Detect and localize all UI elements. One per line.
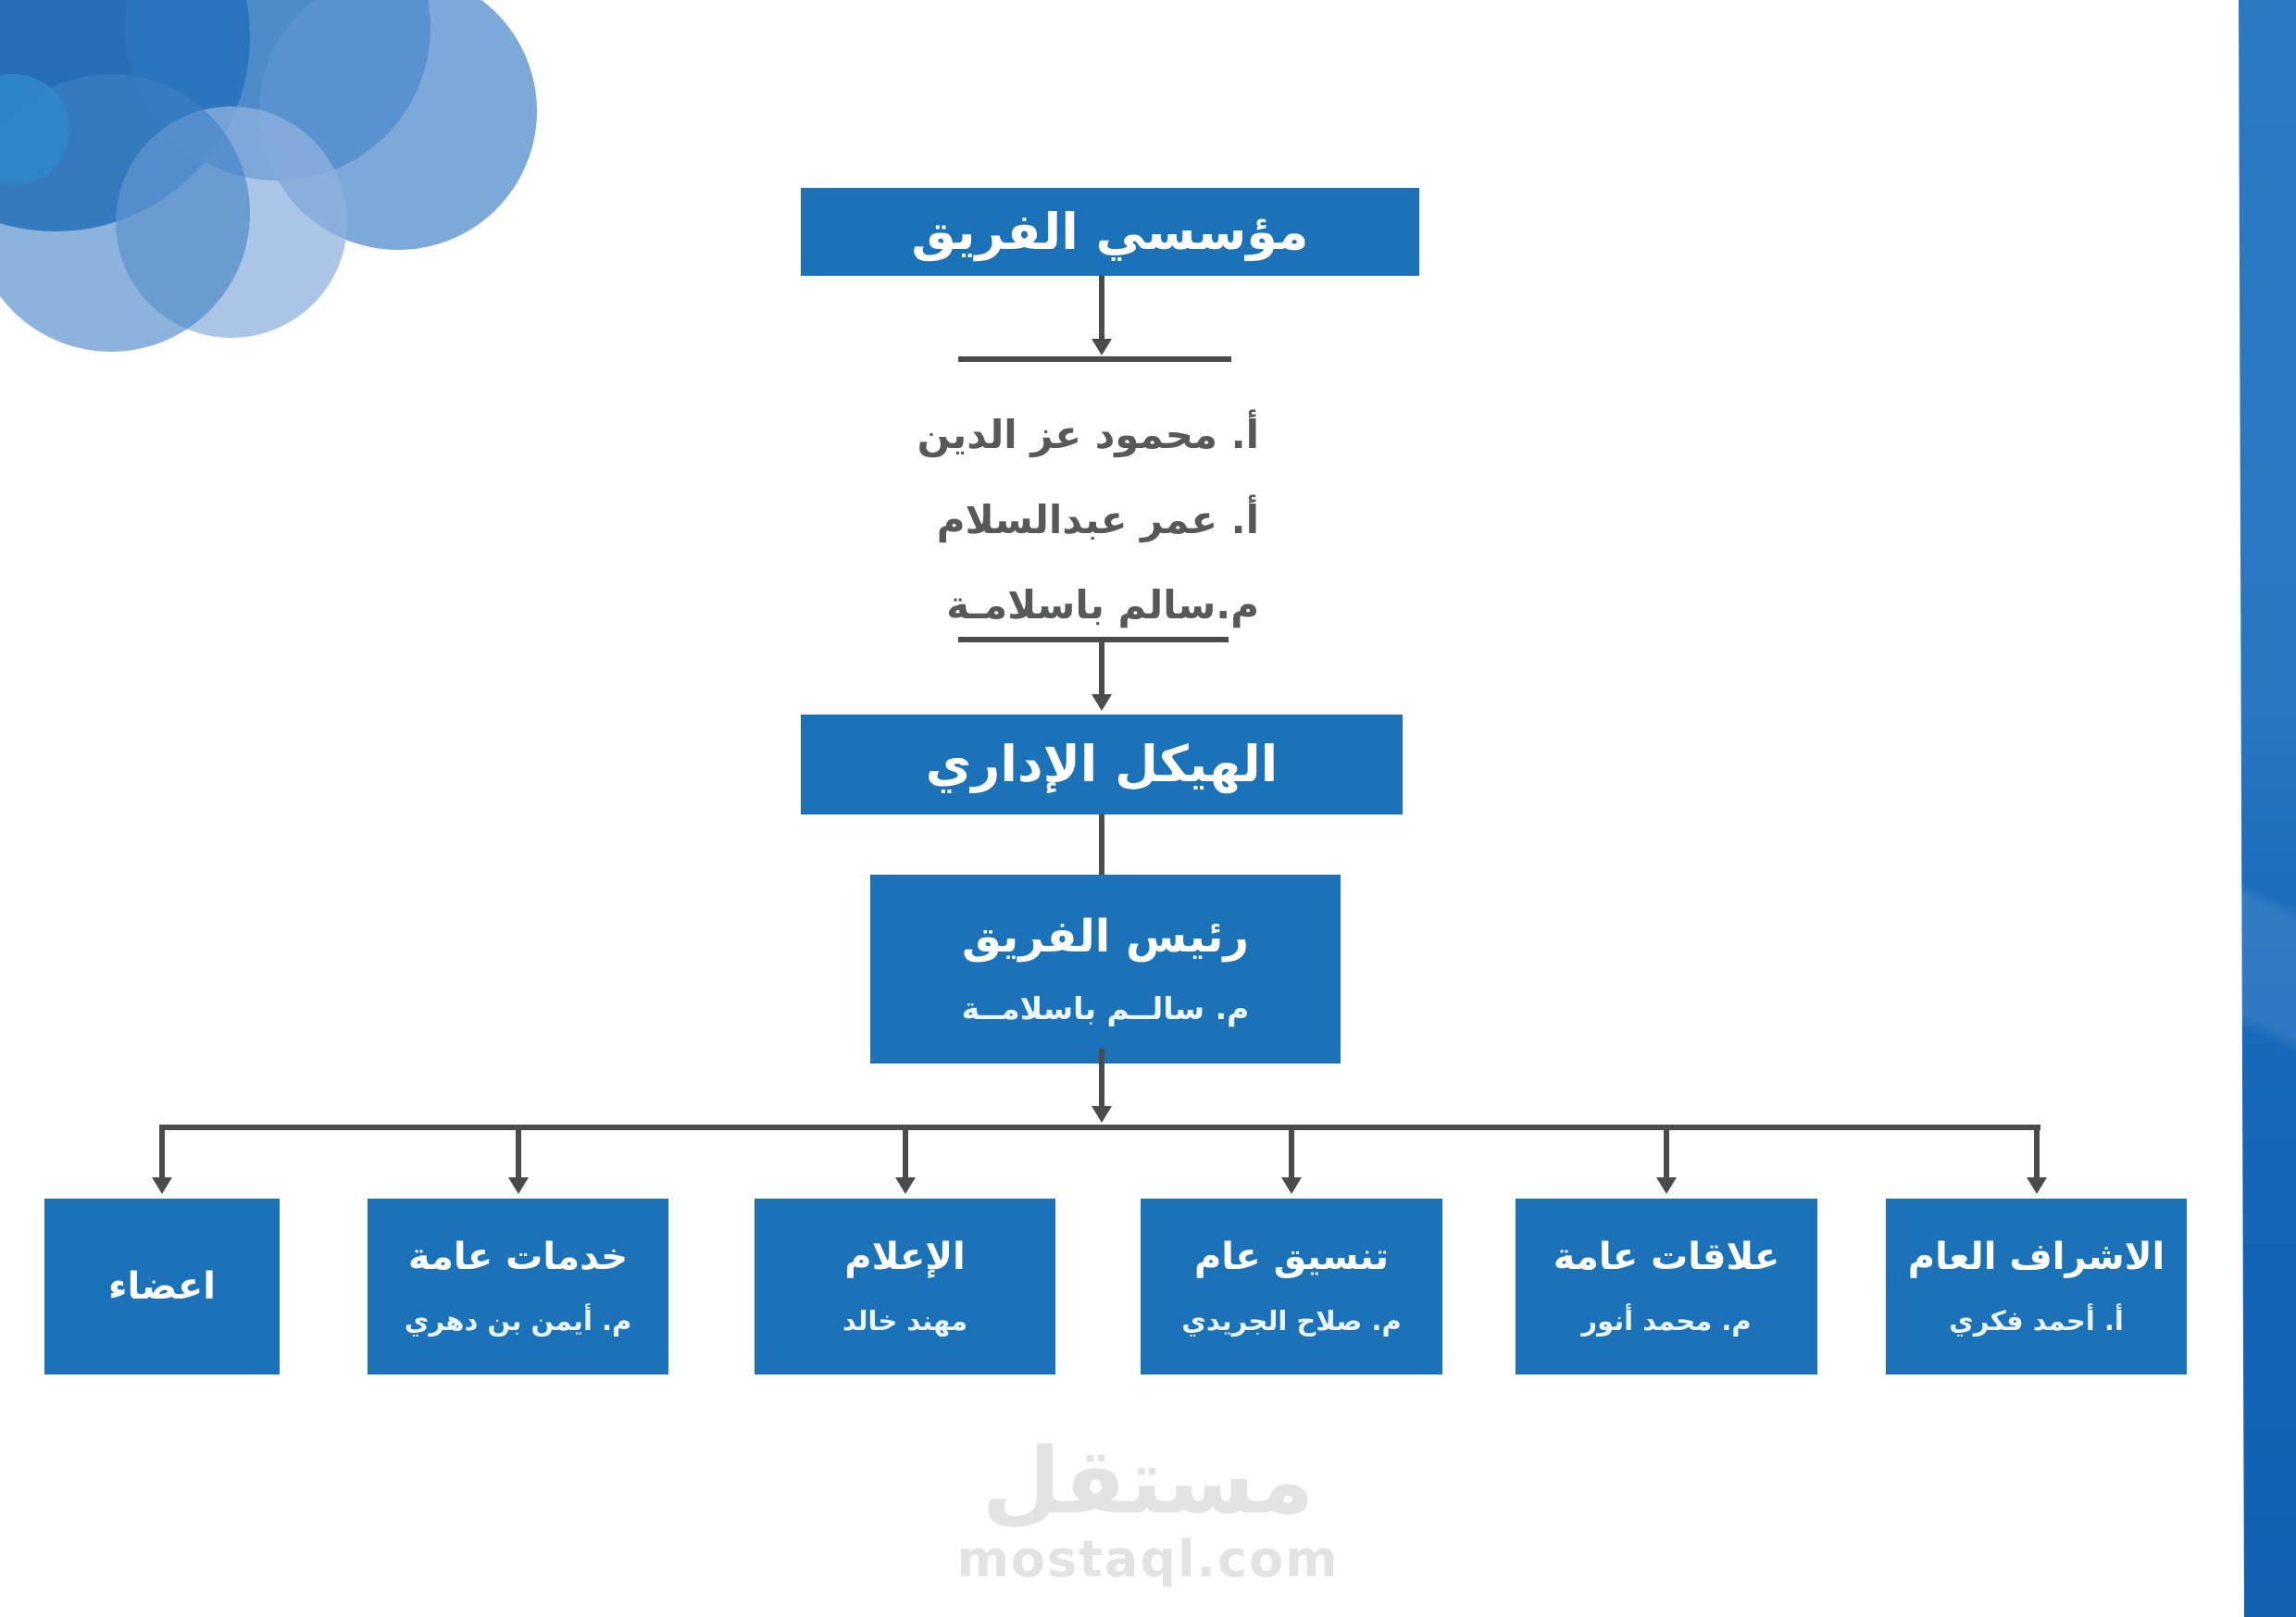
dept-member-name: مهند خالد: [842, 1304, 968, 1337]
connector-leader-arrowhead: [1092, 1106, 1112, 1123]
founder-name: أ. محمود عز الدين: [917, 412, 1259, 457]
founder-name: أ. عمر عبدالسلام: [936, 497, 1259, 542]
dept-box-members: اعضاء: [44, 1199, 280, 1374]
dept-title: اعضاء: [108, 1265, 216, 1308]
connector-admin-arrowhead: [1092, 694, 1112, 711]
mostaql-logo-arabic: مستقل: [981, 1429, 1315, 1535]
dept-box-general-supervision: الاشراف العام أ. أحمد فكري: [1886, 1199, 2187, 1374]
founders-box-title: مؤسسي الفريق: [911, 202, 1309, 261]
dept-title: الاشراف العام: [1907, 1236, 2165, 1279]
connector-admin-arrow-line: [1099, 642, 1104, 694]
connector-drop-line: [903, 1129, 908, 1177]
dept-title: خدمات عامة: [407, 1236, 629, 1279]
team-leader-box: رئيس الفريق م. سالــم باسلامــة: [870, 875, 1341, 1063]
dept-box-public-relations: علاقات عامة م. محمد أنور: [1516, 1199, 1817, 1374]
connector-drop-line: [159, 1129, 165, 1177]
founder-name: م.سالم باسلامـة: [946, 582, 1259, 628]
connector-drop-arrowhead: [1281, 1177, 1302, 1194]
connector-founders-arrow-line: [1099, 276, 1104, 341]
founders-box: مؤسسي الفريق: [801, 188, 1419, 276]
team-leader-title: رئيس الفريق: [962, 910, 1249, 963]
connector-drop-arrowhead: [152, 1177, 172, 1194]
dept-box-media: الإعلام مهند خالد: [755, 1199, 1055, 1374]
connector-founders-top-rule: [958, 356, 1231, 362]
watermark: مستقل mostaql.com: [870, 1429, 1426, 1588]
dept-title: تنسيق عام: [1193, 1236, 1390, 1279]
connector-drop-arrowhead: [508, 1177, 529, 1194]
connector-leader-arrow-line: [1099, 1049, 1104, 1106]
dept-member-name: م. محمد أنور: [1581, 1304, 1752, 1337]
connector-founders-arrowhead: [1092, 339, 1112, 355]
dept-member-name: م. أيمن بن دهري: [404, 1304, 632, 1337]
dept-member-name: أ. أحمد فكري: [1949, 1304, 2124, 1337]
connector-drop-line: [1289, 1129, 1294, 1177]
connector-drop-line: [2034, 1129, 2040, 1177]
dept-title: الإعلام: [844, 1236, 966, 1279]
connector-drop-arrowhead: [895, 1177, 916, 1194]
right-edge-band: [2239, 0, 2296, 1617]
team-leader-name: م. سالــم باسلامــة: [961, 989, 1250, 1026]
connector-drop-arrowhead: [2027, 1177, 2047, 1194]
mostaql-domain-text: mostaql.com: [956, 1529, 1340, 1588]
founders-list: أ. محمود عز الدين أ. عمر عبدالسلام م.سال…: [870, 392, 1259, 648]
connector-drop-line: [1664, 1129, 1669, 1177]
connector-admin-leader-line: [1099, 815, 1104, 875]
connector-main-rule: [159, 1125, 2040, 1130]
dept-box-general-coordination: تنسيق عام م. صلاح الجريدي: [1141, 1199, 1442, 1374]
dept-title: علاقات عامة: [1553, 1236, 1780, 1279]
dept-box-general-services: خدمات عامة م. أيمن بن دهري: [368, 1199, 668, 1374]
connector-drop-line: [516, 1129, 521, 1177]
admin-structure-box: الهيكل الإداري: [801, 715, 1403, 815]
dept-member-name: م. صلاح الجريدي: [1181, 1304, 1402, 1337]
connector-drop-arrowhead: [1656, 1177, 1677, 1194]
connector-founders-bottom-rule: [958, 637, 1229, 642]
admin-structure-title: الهيكل الإداري: [925, 735, 1279, 794]
